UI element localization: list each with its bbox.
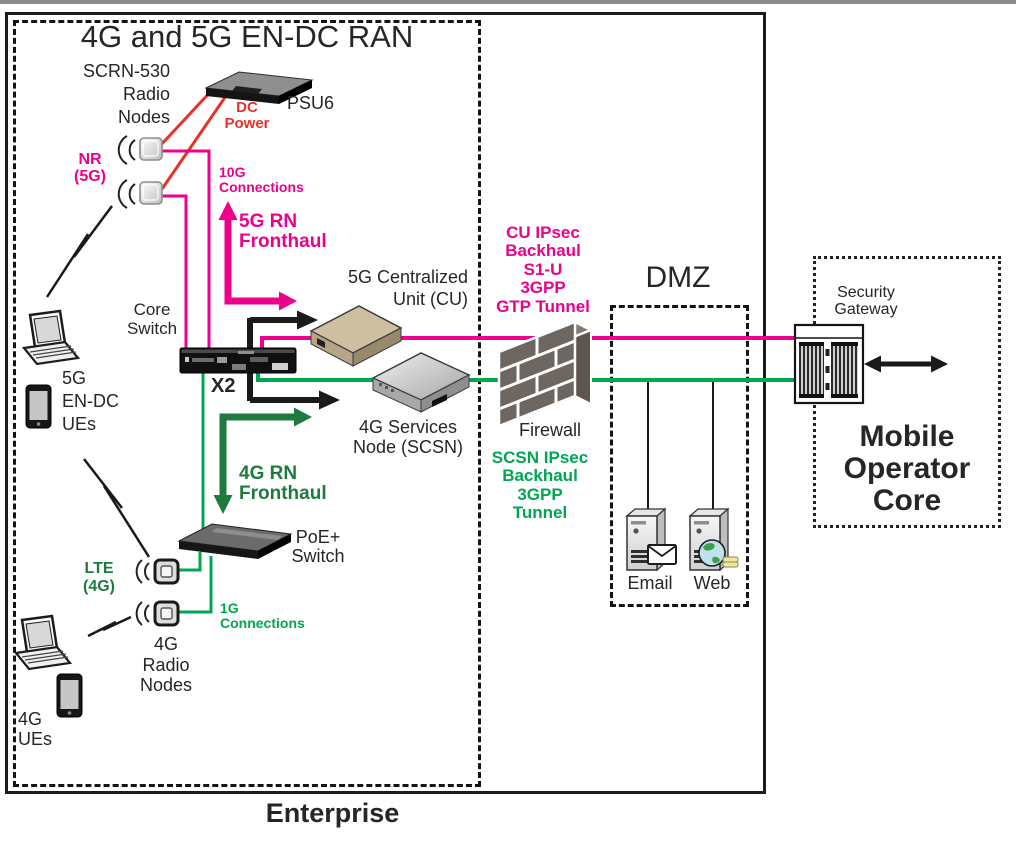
- security-gateway-label: Security Gateway: [834, 284, 898, 318]
- cu-appliance-icon: [309, 305, 403, 367]
- fronthaul-5g-label: 5G RN Fronthaul: [239, 211, 327, 252]
- core-switch-icon: [179, 347, 297, 374]
- security-gateway-icon: [793, 323, 865, 405]
- radio-link-5g-icon: [45, 205, 114, 298]
- page-edge-strip: [0, 0, 1016, 4]
- enterprise-boundary-box: [5, 12, 766, 794]
- fronthaul-5g-arrow: [218, 201, 297, 311]
- psu6-icon: [204, 71, 314, 104]
- radio-link-4g-icon: [87, 615, 132, 638]
- ues-5g-label: 5G EN-DC UEs: [62, 368, 119, 434]
- dmz-server-links: [647, 382, 714, 513]
- poe-switch-icon: [177, 523, 293, 559]
- radio-node-5g-icon: [117, 179, 163, 209]
- radio-link-endc-icon: [83, 458, 151, 558]
- web-server-label: Web: [693, 573, 731, 593]
- 10g-connection-lines: [161, 149, 211, 350]
- radio-nodes-4g-label: 4G Radio Nodes: [139, 634, 193, 695]
- core-switch-label: Core Switch: [126, 300, 178, 338]
- ran-dashed-box: [13, 20, 481, 787]
- dmz-label: DMZ: [645, 261, 711, 294]
- web-server-icon: [689, 508, 739, 571]
- nr-5g-label: NR (5G): [74, 151, 106, 185]
- radio-node-4g-icon: [135, 600, 180, 627]
- dc-power-label: DC Power: [224, 99, 270, 132]
- poe-switch-label: PoE+ Switch: [291, 527, 345, 566]
- scsn-label: 4G Services Node (SCSN): [352, 417, 464, 457]
- email-server-icon: [626, 508, 677, 571]
- globe-icon: [698, 539, 739, 568]
- scsn-appliance-icon: [371, 352, 471, 413]
- enterprise-label: Enterprise: [265, 798, 400, 828]
- cu-label: 5G Centralized Unit (CU): [347, 267, 468, 309]
- fronthaul-4g-arrow: [213, 407, 312, 514]
- radio-nodes-5g-label: SCRN-530 Radio Nodes: [82, 61, 170, 127]
- x2-label: X2: [211, 375, 236, 397]
- cu-tunnel-label: CU IPsec Backhaul S1-U 3GPP GTP Tunnel: [496, 223, 590, 316]
- core-link-arrow: [864, 355, 948, 373]
- firewall-label: Firewall: [518, 420, 581, 440]
- psu6-label: PSU6: [287, 93, 335, 113]
- envelope-icon: [647, 544, 677, 565]
- phone-5g-icon: [25, 384, 52, 429]
- laptop-5g-icon: [22, 309, 80, 366]
- laptop-4g-icon: [14, 614, 72, 671]
- dmz-dashed-box: [610, 305, 749, 607]
- ran-title: 4G and 5G EN-DC RAN: [80, 19, 414, 54]
- fronthaul-4g-label: 4G RN Fronthaul: [239, 463, 327, 504]
- ues-4g-label: 4G UEs: [18, 709, 53, 749]
- 10g-connections-label: 10G Connections: [219, 164, 304, 195]
- lte-4g-label: LTE (4G): [83, 560, 115, 595]
- scsn-tunnel-label: SCSN IPsec Backhaul 3GPP Tunnel: [491, 448, 589, 523]
- email-server-label: Email: [627, 573, 673, 593]
- radio-node-4g-icon: [135, 558, 180, 585]
- mobile-operator-core-label: Mobile Operator Core: [843, 420, 971, 517]
- 1g-connection-lines: [179, 552, 213, 614]
- data-stack-icon: [722, 556, 739, 568]
- firewall-icon: [495, 320, 595, 428]
- phone-4g-icon: [56, 673, 83, 718]
- dc-power-lines: [157, 87, 230, 190]
- 1g-connections-label: 1G Connections: [220, 600, 305, 631]
- radio-node-5g-icon: [117, 135, 163, 165]
